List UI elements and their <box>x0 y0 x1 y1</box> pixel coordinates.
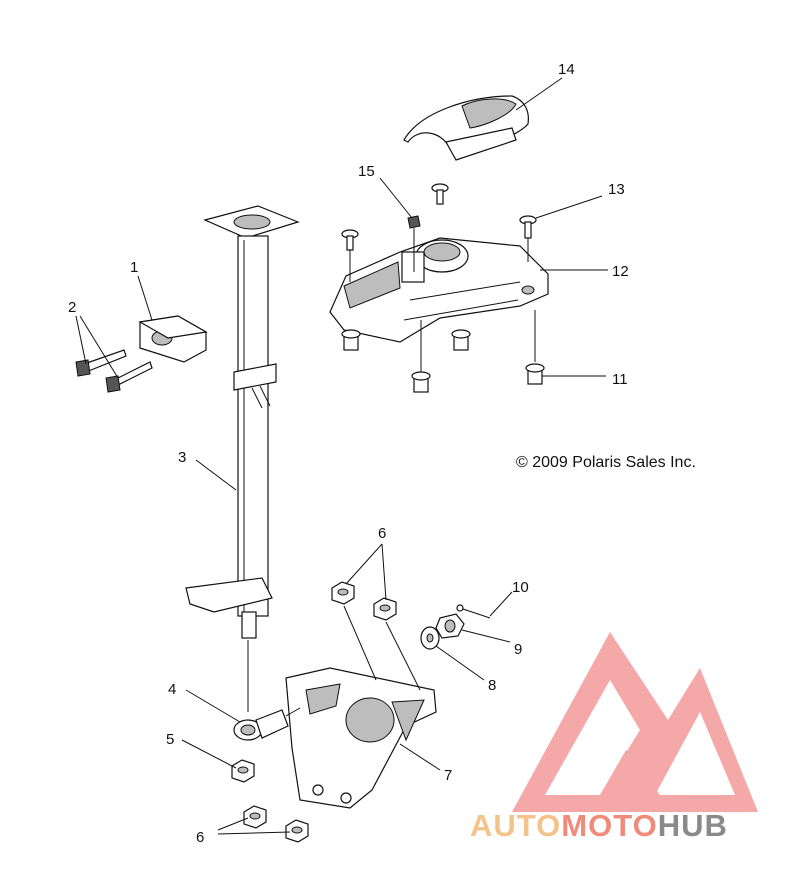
watermark-hub: HUB <box>658 808 728 843</box>
mount-bracket <box>285 667 437 809</box>
part-labels: 1 2 3 4 5 6 6 7 8 9 10 11 12 13 14 15 <box>68 61 629 846</box>
label-14: 14 <box>558 61 575 78</box>
handlebar-mount <box>329 237 549 343</box>
label-2: 2 <box>68 299 76 316</box>
label-4: 4 <box>168 681 176 698</box>
steering-cover <box>403 95 529 161</box>
label-13: 13 <box>608 181 625 198</box>
watermark-text: AUTOMOTOHUB <box>470 808 728 843</box>
bolts-2 <box>75 349 153 393</box>
steering-column <box>185 205 300 712</box>
label-5: 5 <box>166 731 174 748</box>
nuts-11 <box>341 310 545 393</box>
label-1: 1 <box>130 259 138 276</box>
fastener-15 <box>407 215 421 272</box>
nut-5 <box>231 759 255 783</box>
watermark-auto: AUTO <box>470 808 561 843</box>
screw-left <box>341 229 359 282</box>
svg-text:AUTOMOTOHUB: AUTOMOTOHUB <box>470 808 728 843</box>
label-3: 3 <box>178 449 186 466</box>
leader-lines <box>75 77 608 835</box>
label-6-upper: 6 <box>378 525 386 542</box>
label-9: 9 <box>514 641 522 658</box>
cotter-pin-10 <box>456 604 491 619</box>
washer-8 <box>420 626 440 650</box>
watermark-logo <box>512 632 758 812</box>
label-10: 10 <box>512 579 529 596</box>
clamp-block <box>138 315 208 363</box>
screw-13 <box>519 215 537 262</box>
label-7: 7 <box>444 767 452 784</box>
label-15: 15 <box>358 163 375 180</box>
label-12: 12 <box>612 263 629 280</box>
label-11: 11 <box>612 371 628 388</box>
copyright-text: © 2009 Polaris Sales Inc. <box>516 454 696 471</box>
nuts-6-lower <box>243 805 309 843</box>
screw-top-center <box>431 183 449 205</box>
rod-end-4 <box>233 707 301 741</box>
watermark-moto: MOTO <box>561 808 657 843</box>
nuts-6-upper <box>331 581 421 691</box>
label-6-lower: 6 <box>196 829 204 846</box>
nut-9 <box>435 613 465 639</box>
label-8: 8 <box>488 677 496 694</box>
